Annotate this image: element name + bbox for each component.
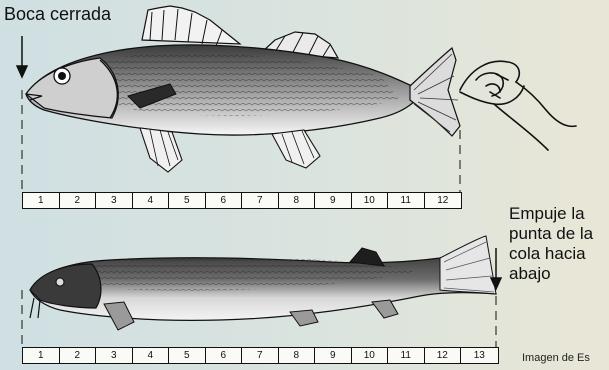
walleye-fish-icon xyxy=(26,6,460,172)
ruler-cell: 3 xyxy=(96,193,133,208)
ruler-cell: 1 xyxy=(23,348,60,363)
ruler-cell: 11 xyxy=(388,348,425,363)
closed-mouth-label: Boca cerrada xyxy=(4,4,111,25)
ruler-cell: 6 xyxy=(206,193,243,208)
ruler-cell: 4 xyxy=(133,193,170,208)
image-credit: Imagen de Es xyxy=(522,352,590,364)
ruler-cell: 10 xyxy=(352,193,389,208)
sturgeon-fish-icon xyxy=(30,236,496,330)
ruler-cell: 10 xyxy=(352,348,389,363)
ruler-cell: 12 xyxy=(425,348,462,363)
ruler-cell: 2 xyxy=(60,193,97,208)
ruler-cell: 7 xyxy=(242,348,279,363)
ruler-cell: 9 xyxy=(315,348,352,363)
ruler-cell: 5 xyxy=(169,348,206,363)
ruler-cell: 7 xyxy=(242,193,279,208)
ruler-cell: 8 xyxy=(279,193,316,208)
arrow-down-icon xyxy=(17,36,27,77)
ruler-cell: 8 xyxy=(279,348,316,363)
ruler-cell: 4 xyxy=(133,348,170,363)
ruler-cell: 3 xyxy=(96,348,133,363)
ruler-cell: 9 xyxy=(315,193,352,208)
ruler-cell: 6 xyxy=(206,348,243,363)
hand-pinching-tail-icon xyxy=(460,61,576,150)
ruler-cell: 11 xyxy=(388,193,425,208)
tail-arrow-down-icon xyxy=(491,248,501,289)
tail-instruction-label: Empuje la punta de la cola hacia abajo xyxy=(509,204,609,284)
ruler-cell: 5 xyxy=(169,193,206,208)
ruler-cell: 13 xyxy=(461,348,498,363)
ruler-cell: 12 xyxy=(425,193,462,208)
ruler-cell: 1 xyxy=(23,193,60,208)
ruler-cell: 2 xyxy=(60,348,97,363)
